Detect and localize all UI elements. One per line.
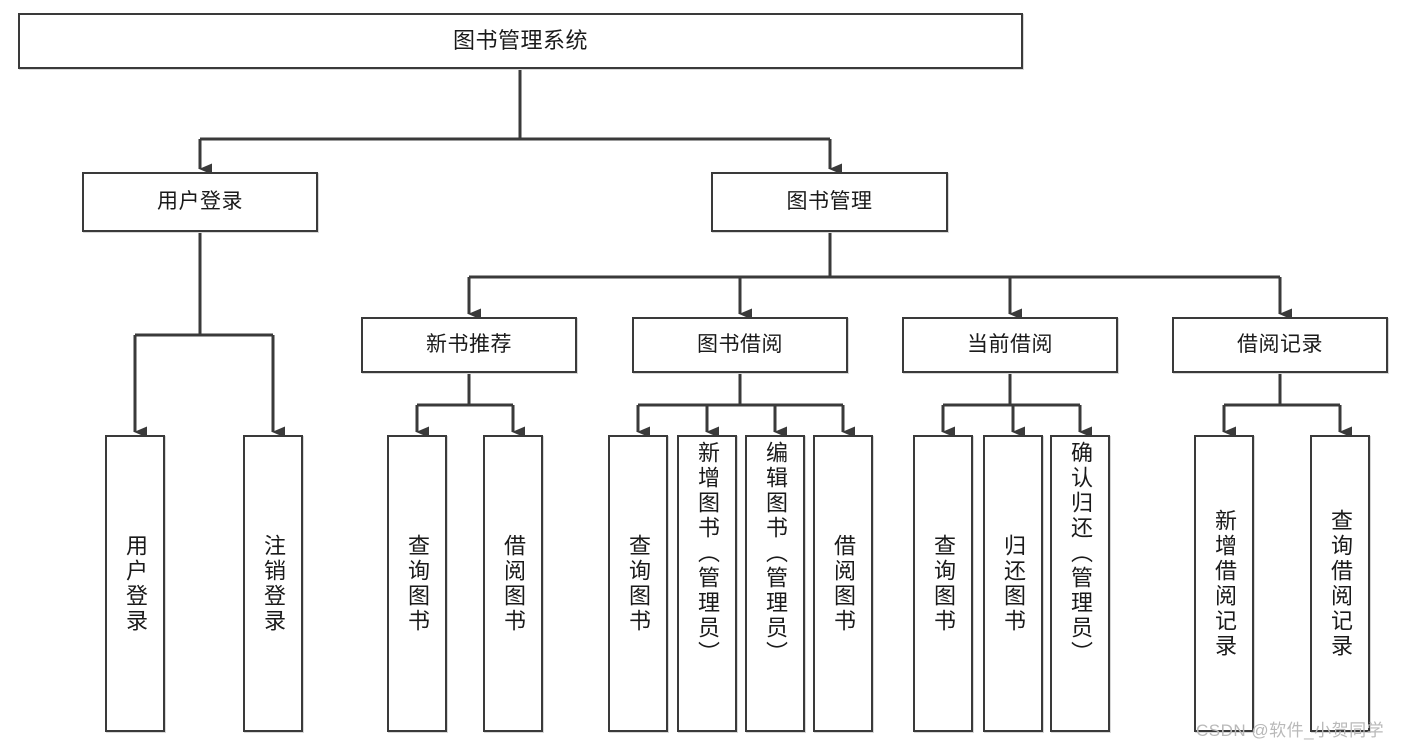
node-label: 编辑图书（管理员） <box>763 441 788 666</box>
leaf-node-10[interactable]: 确认归还（管理员） <box>1050 435 1110 732</box>
leaf-node-11[interactable]: 新增借阅记录 <box>1194 435 1254 732</box>
node-label: 注销登录 <box>261 533 286 634</box>
leaf-node-3[interactable]: 借阅图书 <box>483 435 543 732</box>
level2-node-0[interactable]: 新书推荐 <box>361 317 577 373</box>
node-label: 图书借阅 <box>697 332 783 356</box>
level2-node-2[interactable]: 当前借阅 <box>902 317 1118 373</box>
node-label: 用户登录 <box>123 533 148 634</box>
node-label: 查询借阅记录 <box>1328 508 1353 659</box>
node-label: 图书管理 <box>786 189 873 213</box>
node-label: 归还图书 <box>1001 533 1026 634</box>
node-label: 查询图书 <box>931 533 956 634</box>
level2-node-1[interactable]: 图书借阅 <box>632 317 848 373</box>
node-label: 新书推荐 <box>426 332 512 356</box>
leaf-node-7[interactable]: 借阅图书 <box>813 435 873 732</box>
level2-node-3[interactable]: 借阅记录 <box>1172 317 1388 373</box>
node-label: 当前借阅 <box>967 332 1053 356</box>
node-label: 图书管理系统 <box>452 28 588 54</box>
level1-node-1[interactable]: 图书管理 <box>711 172 948 232</box>
leaf-node-0[interactable]: 用户登录 <box>105 435 165 732</box>
leaf-node-6[interactable]: 编辑图书（管理员） <box>745 435 805 732</box>
node-label: 查询图书 <box>626 533 651 634</box>
node-label: 查询图书 <box>405 533 430 634</box>
leaf-node-1[interactable]: 注销登录 <box>243 435 303 732</box>
node-label: 用户登录 <box>157 189 243 213</box>
leaf-node-9[interactable]: 归还图书 <box>983 435 1043 732</box>
node-label: 新增借阅记录 <box>1212 508 1237 659</box>
leaf-node-5[interactable]: 新增图书（管理员） <box>677 435 737 732</box>
node-label: 确认归还（管理员） <box>1068 441 1093 666</box>
level1-node-0[interactable]: 用户登录 <box>82 172 318 232</box>
node-label: 借阅图书 <box>501 533 526 634</box>
leaf-node-4[interactable]: 查询图书 <box>608 435 668 732</box>
node-label: 借阅记录 <box>1237 332 1323 356</box>
leaf-node-12[interactable]: 查询借阅记录 <box>1310 435 1370 732</box>
node-label: 借阅图书 <box>831 533 856 634</box>
csdn-watermark: CSDN @软件_小贺同学 <box>1196 721 1385 740</box>
root-node-0[interactable]: 图书管理系统 <box>18 13 1023 69</box>
node-label: 新增图书（管理员） <box>695 441 720 666</box>
leaf-node-2[interactable]: 查询图书 <box>387 435 447 732</box>
leaf-node-8[interactable]: 查询图书 <box>913 435 973 732</box>
